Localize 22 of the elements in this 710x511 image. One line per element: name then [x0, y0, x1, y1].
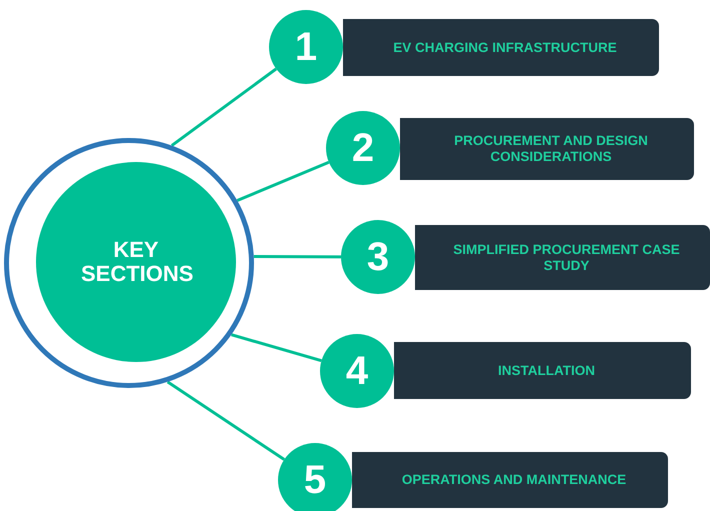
connector-line	[254, 254, 341, 258]
section-number: 3	[366, 234, 390, 280]
section-title: PROCUREMENT AND DESIGN CONSIDERATIONS	[453, 133, 649, 165]
section-bar	[343, 19, 659, 76]
section-title: SIMPLIFIED PROCUREMENT CASE STUDY	[452, 242, 681, 274]
section-number: 2	[352, 126, 374, 170]
section-number: 1	[294, 24, 318, 70]
section-bar	[394, 342, 691, 399]
section-title: EV CHARGING INFRASTRUCTURE	[393, 40, 617, 56]
connector-line	[166, 380, 286, 461]
section-title: INSTALLATION	[498, 362, 595, 378]
connector-line	[170, 68, 278, 147]
connector-line	[230, 333, 322, 362]
section-bar	[400, 118, 694, 180]
section-title: OPERATIONS AND MAINTENANCE	[402, 472, 626, 488]
number-circle	[278, 443, 352, 511]
section-bar	[352, 452, 668, 508]
hub-title: KEY SECTIONS	[81, 238, 191, 286]
section-number: 5	[304, 458, 326, 502]
section-bar	[415, 225, 710, 290]
connector-line	[236, 160, 330, 202]
section-number: 4	[346, 348, 368, 394]
